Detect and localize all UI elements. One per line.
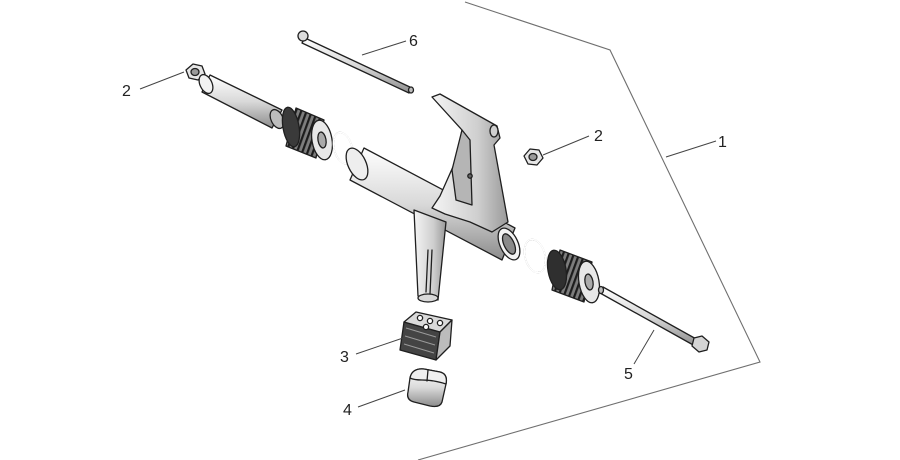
leader-line-2b	[542, 135, 590, 156]
leader-line-5	[633, 329, 655, 365]
jaw-block-part-3	[399, 311, 453, 361]
callout-5: 5	[624, 366, 633, 383]
callout-2-left: 2	[122, 83, 131, 100]
long-pin-part-6	[297, 30, 415, 94]
callout-1: 1	[718, 134, 727, 151]
cap-part-4	[406, 368, 448, 408]
main-body-part-1	[345, 93, 521, 303]
leader-line-3	[355, 337, 404, 355]
assembly-frame	[417, 1, 761, 460]
hex-nut-right-part-2	[523, 148, 544, 166]
right-snap-ring	[523, 238, 547, 274]
callout-6: 6	[409, 33, 418, 50]
callout-3: 3	[340, 349, 349, 366]
bolt-part-5	[597, 285, 710, 353]
callout-2-right: 2	[594, 128, 603, 145]
leader-line-6	[361, 40, 407, 56]
callout-4: 4	[343, 402, 352, 419]
right-knurled-roller	[546, 249, 601, 304]
left-sleeve	[198, 73, 285, 130]
leader-line-1	[665, 140, 717, 158]
leader-line-2a	[139, 71, 185, 90]
left-knurled-roller	[281, 106, 334, 161]
leader-line-4	[357, 389, 406, 408]
